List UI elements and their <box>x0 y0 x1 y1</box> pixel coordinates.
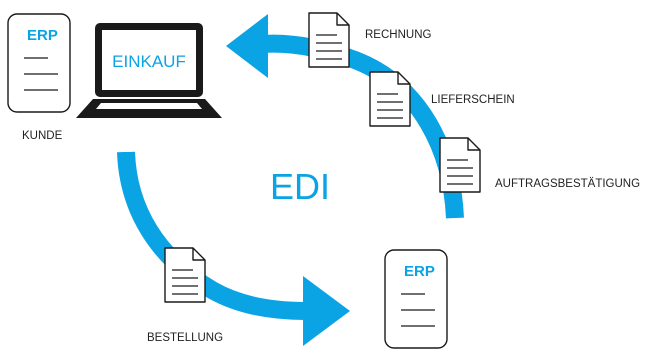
customer-erp-label: ERP <box>27 27 58 44</box>
document-icon-auftragsbestaetigung <box>439 137 481 193</box>
rechnung-label: RECHNUNG <box>365 29 432 41</box>
supplier-erp-box: ERP <box>384 249 448 349</box>
auftragsbestaetigung-label: AUFTRAGSBESTÄTIGUNG <box>495 178 640 190</box>
customer-erp-box: ERP <box>7 13 71 113</box>
customer-caption: KUNDE <box>22 130 63 142</box>
bestellung-label: BESTELLUNG <box>147 332 223 344</box>
document-icon-lieferschein <box>369 71 411 127</box>
document-icon-rechnung <box>308 12 350 68</box>
laptop-icon: EINKAUF <box>76 23 222 118</box>
laptop-screen-label: EINKAUF <box>112 52 186 71</box>
document-icon-bestellung <box>164 247 206 303</box>
lieferschein-label: LIEFERSCHEIN <box>431 94 515 106</box>
incoming-flow-arrowhead <box>226 14 268 78</box>
supplier-erp-label: ERP <box>404 263 435 280</box>
outgoing-flow-arrowhead <box>303 276 350 346</box>
edi-label: EDI <box>270 166 330 207</box>
